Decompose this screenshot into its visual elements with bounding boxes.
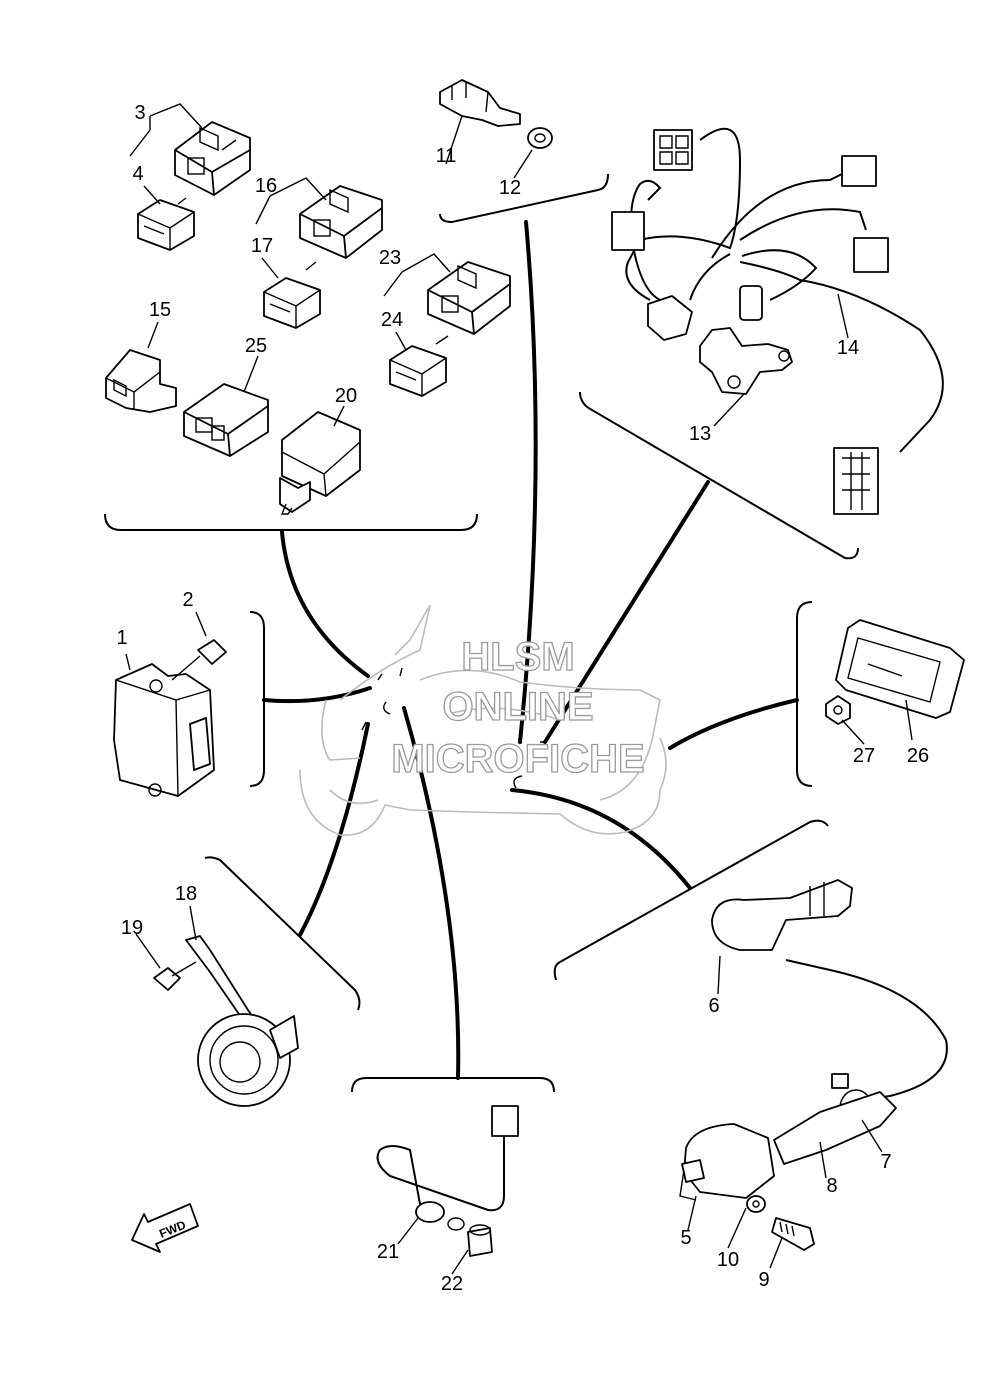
callout-27[interactable]: 27 — [853, 745, 875, 767]
part-relay-1[interactable] — [113, 663, 215, 797]
bracket-lead — [351, 1077, 555, 1093]
callout-2[interactable]: 2 — [182, 589, 193, 611]
part-relay-20[interactable] — [279, 411, 361, 515]
part-lead-7[interactable] — [785, 959, 948, 1127]
callout-23[interactable]: 23 — [379, 247, 401, 269]
callout-1[interactable]: 1 — [116, 627, 127, 649]
watermark-line1: HLSM — [461, 635, 574, 679]
part-sensor-11[interactable] — [439, 79, 521, 127]
part-lens-26[interactable] — [835, 619, 965, 719]
watermark: HLSM ONLINE MICROFICHE — [391, 634, 646, 781]
part-washer-10[interactable] — [746, 1195, 766, 1213]
callout-18[interactable]: 18 — [175, 883, 197, 905]
callout-20[interactable]: 20 — [335, 385, 357, 407]
callout-17[interactable]: 17 — [251, 235, 273, 257]
callout-8[interactable]: 8 — [826, 1175, 837, 1197]
watermark-line2: ONLINE — [442, 685, 593, 729]
bracket-connectors — [104, 513, 478, 531]
part-connector-24[interactable] — [389, 345, 447, 397]
callout-13[interactable]: 13 — [689, 423, 711, 445]
part-connector-23[interactable] — [427, 261, 511, 335]
callout-numbers: 3 4 16 17 23 24 15 25 20 11 12 13 14 1 2… — [116, 102, 929, 1295]
callout-5[interactable]: 5 — [680, 1227, 691, 1249]
callout-4[interactable]: 4 — [132, 163, 143, 185]
group-brackets — [104, 173, 859, 1093]
bracket-main-harness — [579, 391, 859, 560]
motorcycle-outline — [299, 604, 667, 836]
part-plug-cap-6[interactable] — [711, 879, 853, 951]
part-horn-18[interactable] — [185, 935, 299, 1107]
callout-22[interactable]: 22 — [441, 1273, 463, 1295]
callout-26[interactable]: 26 — [907, 745, 929, 767]
part-nut-27[interactable] — [825, 695, 851, 725]
part-connector-25[interactable] — [183, 383, 269, 457]
part-collar-22[interactable] — [467, 1224, 493, 1257]
bracket-relay — [249, 611, 265, 787]
callout-7[interactable]: 7 — [880, 1151, 891, 1173]
callout-11[interactable]: 11 — [436, 145, 457, 167]
part-bolt-19[interactable] — [153, 961, 197, 991]
bracket-horn — [204, 856, 361, 1011]
callout-21[interactable]: 21 — [377, 1241, 399, 1263]
part-crank-sensor-13[interactable] — [699, 327, 793, 395]
fwd-arrow-icon: FWD — [131, 1203, 199, 1253]
part-connector-4[interactable] — [137, 199, 195, 251]
part-harness-14[interactable] — [611, 127, 944, 515]
watermark-line3: MICROFICHE — [391, 737, 644, 781]
part-lead-21[interactable] — [376, 1105, 519, 1231]
callout-14[interactable]: 14 — [837, 337, 859, 359]
bracket-sensor — [439, 173, 609, 224]
part-connector-17[interactable] — [263, 277, 321, 329]
part-connector-15[interactable] — [105, 349, 177, 413]
part-washer-12[interactable] — [527, 127, 553, 149]
callout-9[interactable]: 9 — [758, 1269, 769, 1291]
part-terminal-5[interactable] — [681, 1159, 705, 1183]
callout-15[interactable]: 15 — [149, 299, 171, 321]
callout-3[interactable]: 3 — [134, 102, 145, 124]
leader-lines — [262, 220, 799, 1080]
part-bolt-2[interactable] — [171, 639, 227, 681]
callout-12[interactable]: 12 — [499, 177, 521, 199]
part-ignition-coil-8[interactable] — [679, 1091, 897, 1201]
part-bolt-9[interactable] — [771, 1217, 815, 1251]
part-connector-16[interactable] — [299, 185, 383, 259]
callout-6[interactable]: 6 — [708, 995, 719, 1017]
callout-25[interactable]: 25 — [245, 335, 267, 357]
callout-19[interactable]: 19 — [121, 917, 143, 939]
bracket-lens — [796, 601, 813, 787]
callout-16[interactable]: 16 — [255, 175, 277, 197]
callout-10[interactable]: 10 — [717, 1249, 739, 1271]
callout-leaders — [125, 103, 913, 1275]
part-connector-3[interactable] — [174, 121, 251, 196]
callout-24[interactable]: 24 — [381, 309, 403, 331]
bracket-ignition — [553, 819, 829, 981]
